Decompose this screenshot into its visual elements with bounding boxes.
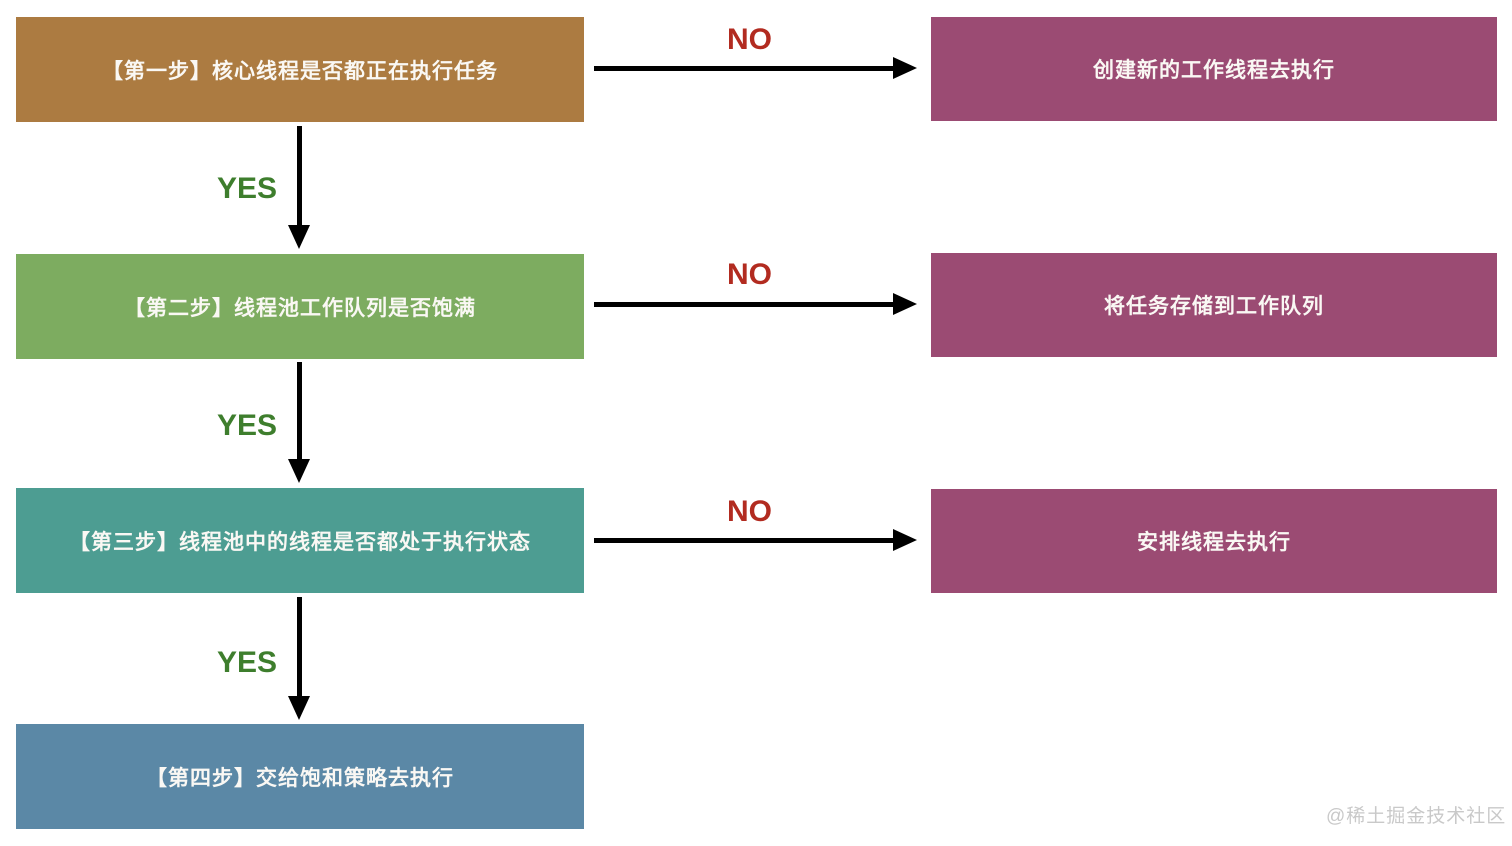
arrow-down-yes-2	[288, 362, 310, 483]
flow-node-step-1: 【第一步】核心线程是否都正在执行任务	[16, 17, 584, 122]
arrow-down-yes-1	[288, 126, 310, 249]
flow-node-step-3: 【第三步】线程池中的线程是否都处于执行状态	[16, 488, 584, 593]
flow-node-step-4-label: 【第四步】交给饱和策略去执行	[146, 766, 454, 790]
branch-label-no-3: NO	[727, 495, 772, 528]
arrow-right-no-1	[594, 57, 917, 79]
flow-node-step-2: 【第二步】线程池工作队列是否饱满	[16, 254, 584, 359]
arrow-right-no-3	[594, 529, 917, 551]
arrow-down-yes-3	[288, 597, 310, 720]
flow-node-outcome-2: 将任务存储到工作队列	[931, 253, 1497, 357]
arrow-right-no-2	[594, 293, 917, 315]
branch-label-no-1: NO	[727, 23, 772, 56]
flow-node-outcome-2-label: 将任务存储到工作队列	[1104, 295, 1324, 318]
flow-node-outcome-3: 安排线程去执行	[931, 489, 1497, 593]
branch-label-yes-1: YES	[217, 172, 278, 205]
branch-label-yes-2: YES	[217, 409, 278, 442]
flow-node-step-3-label: 【第三步】线程池中的线程是否都处于执行状态	[69, 530, 531, 554]
flow-node-outcome-1-label: 创建新的工作线程去执行	[1093, 59, 1335, 82]
watermark-text: @稀土掘金技术社区	[1326, 806, 1507, 827]
branch-label-yes-3: YES	[217, 646, 278, 679]
flow-node-step-1-label: 【第一步】核心线程是否都正在执行任务	[102, 59, 498, 83]
branch-label-no-2: NO	[727, 258, 772, 291]
flow-node-step-2-label: 【第二步】线程池工作队列是否饱满	[124, 296, 476, 320]
flow-node-outcome-1: 创建新的工作线程去执行	[931, 17, 1497, 121]
flow-node-step-4: 【第四步】交给饱和策略去执行	[16, 724, 584, 829]
flow-node-outcome-3-label: 安排线程去执行	[1137, 531, 1291, 554]
